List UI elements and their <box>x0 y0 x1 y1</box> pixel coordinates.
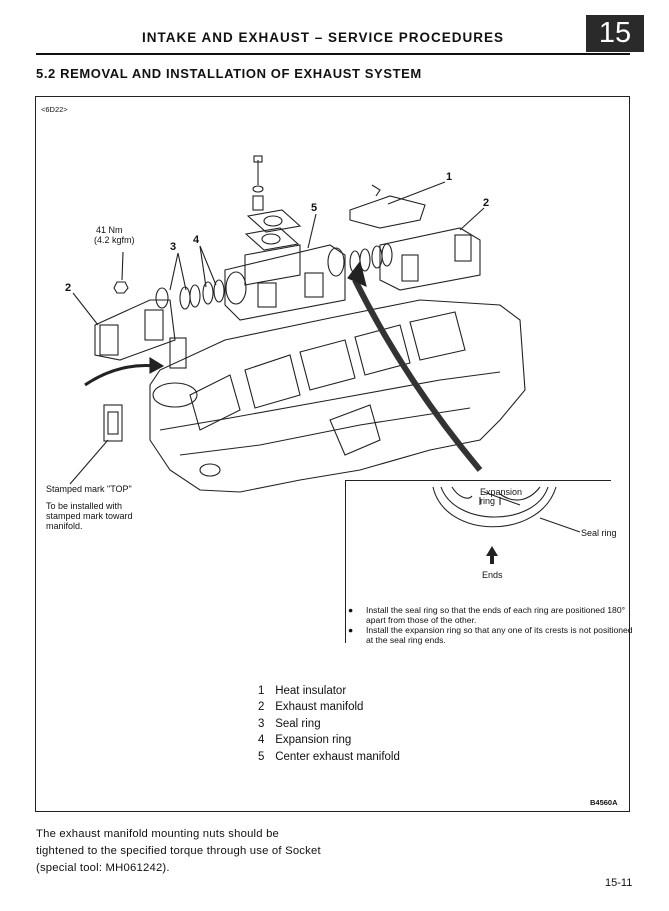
right-manifold <box>379 227 481 291</box>
section-title: 5.2 REMOVAL AND INSTALLATION OF EXHAUST … <box>36 66 422 81</box>
left-manifold <box>94 299 176 361</box>
legend-item: 4 Expansion ring <box>258 734 352 747</box>
torque-kgfm: (4.2 kgfm) <box>94 235 135 245</box>
heat-insulator <box>349 195 426 229</box>
center-manifold <box>224 244 346 321</box>
body-paragraph: The exhaust manifold mounting nuts shoul… <box>36 828 321 874</box>
inset-note: ● Install the seal ring so that the ends… <box>348 605 626 625</box>
stamp-label: Stamped mark "TOP" <box>46 484 132 494</box>
callout-1: 1 <box>446 171 453 183</box>
nut <box>113 281 129 294</box>
callout-3: 3 <box>170 241 177 253</box>
legend-item: 3 Seal ring <box>258 717 321 730</box>
inset-detail <box>345 480 611 643</box>
figure-id: B4560A <box>590 798 618 807</box>
expansion-label-ring: ring <box>480 496 496 506</box>
gasket-mid <box>169 337 187 369</box>
header-title: INTAKE AND EXHAUST – SERVICE PROCEDURES <box>142 30 505 45</box>
figure-frame <box>35 96 630 812</box>
legend-item: 1 Heat insulator <box>258 685 347 697</box>
install-note-line3: manifold. <box>46 521 83 531</box>
header-rule <box>36 53 630 55</box>
inset-note: ● Install the expansion ring so that any… <box>348 625 633 645</box>
install-note-line1: To be installed with <box>46 501 123 511</box>
inset-notes: ● Install the seal ring so that the ends… <box>348 605 640 645</box>
ends-label: Ends <box>482 570 503 580</box>
gasket-top <box>246 209 302 233</box>
page-number: 15-11 <box>605 877 633 889</box>
bullet-icon: ● <box>348 625 354 635</box>
callout-5: 5 <box>311 202 318 214</box>
callout-2-right: 2 <box>483 197 490 209</box>
expansion-label: Expansion <box>480 487 523 497</box>
engine-code: <6D22> <box>41 105 68 114</box>
bullet-icon: ● <box>348 605 354 615</box>
seal-ring-label: Seal ring <box>581 528 617 538</box>
callout-4: 4 <box>193 234 200 246</box>
ends-arrow <box>486 546 498 564</box>
parts-legend: 1 Heat insulator 2 Exhaust manifold 3 Se… <box>258 683 400 765</box>
callout-2-left: 2 <box>65 282 72 294</box>
inset-ring <box>432 486 557 528</box>
engine-block <box>149 299 526 493</box>
install-note-line2: stamped mark toward <box>46 511 133 521</box>
chapter-badge: 15 <box>586 15 644 52</box>
legend-item: 2 Exhaust manifold <box>258 701 364 714</box>
gasket-stamped <box>103 404 123 442</box>
legend-item: 5 Center exhaust manifold <box>258 750 400 763</box>
torque-value: 41 Nm <box>96 225 123 235</box>
